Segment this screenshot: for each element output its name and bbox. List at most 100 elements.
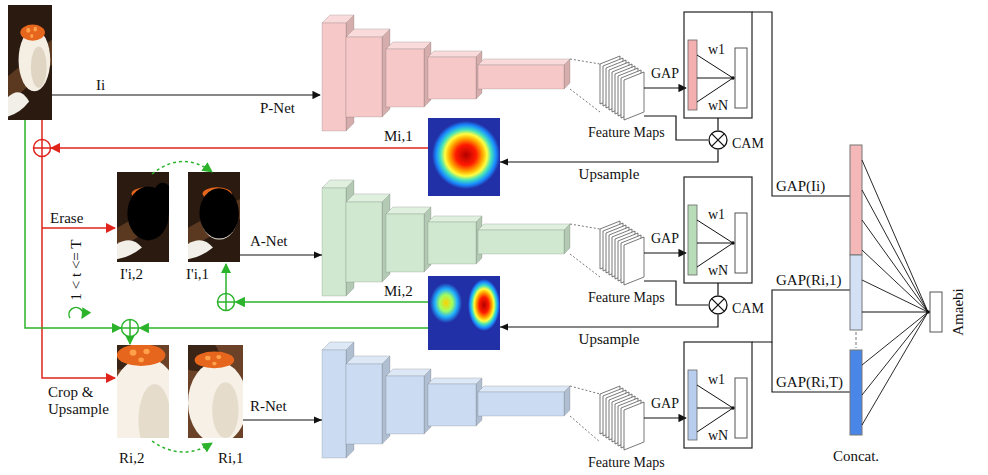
cropped-image <box>117 345 169 438</box>
node-label: A-Net <box>250 233 288 250</box>
iterate-path <box>129 337 131 345</box>
text-label: w1 <box>708 372 725 387</box>
cam-cross <box>712 134 725 147</box>
iterate-path <box>218 294 235 311</box>
erase-path <box>34 140 51 157</box>
connector <box>240 252 322 259</box>
feature-maps: Feature Maps <box>600 221 644 285</box>
iterate-path <box>218 294 235 311</box>
concat-art <box>850 255 862 330</box>
expansion-lines <box>570 386 600 442</box>
iterate-path <box>140 327 429 329</box>
gap-classifier <box>644 342 752 448</box>
erase-path <box>42 227 115 229</box>
node-label: I'i,2 <box>120 266 143 283</box>
node-label: Amaebi <box>950 288 967 335</box>
text-label: Crop & Upsample <box>48 384 114 419</box>
node-label: Feature Maps <box>588 290 665 305</box>
node-label: CAM <box>732 301 764 316</box>
concat-art <box>850 145 942 435</box>
text-label: GAP(Ri,1) <box>776 272 841 289</box>
erase-path <box>51 147 428 149</box>
r-net-blocks <box>322 342 570 458</box>
erased-image <box>117 172 173 262</box>
erase-path <box>41 120 43 140</box>
node-label: CAM <box>732 136 764 151</box>
heatmap-art <box>432 121 500 189</box>
cam-operator: CAM <box>708 295 728 315</box>
feature-sheets <box>600 56 644 120</box>
heatmap-art <box>428 118 500 196</box>
concat-art <box>930 292 942 332</box>
cam-circle <box>708 295 728 315</box>
cropped-image <box>188 345 243 438</box>
heatmap-art <box>430 283 462 323</box>
arrow-head <box>314 417 322 424</box>
gap-classifier <box>644 177 752 283</box>
heatmap: Mi,2 <box>428 276 500 350</box>
node-label: P-Net <box>260 100 295 117</box>
input-image <box>8 5 52 120</box>
concat-wires <box>752 12 850 196</box>
cropped-image <box>175 338 248 444</box>
connector-line <box>243 419 322 420</box>
node-label: I'i,1 <box>186 266 209 283</box>
feature-sheets <box>600 221 644 285</box>
iterate-path <box>122 320 139 337</box>
feature-sheets <box>600 386 644 450</box>
connector <box>500 315 718 331</box>
concat-art <box>850 350 862 435</box>
node-label: Feature Maps <box>588 455 665 470</box>
expansion-lines <box>570 224 600 277</box>
heatmap-art <box>468 279 500 331</box>
input-arrow <box>52 94 320 95</box>
arrow-head <box>500 159 508 166</box>
text-label: GAP <box>651 396 679 411</box>
text-label: GAP(Ri,T) <box>776 374 843 391</box>
cropped-image <box>188 345 243 438</box>
concat-wires <box>752 290 850 342</box>
iterate-path <box>69 307 83 318</box>
text-label: wN <box>708 98 728 113</box>
feature-maps: Feature Maps <box>600 386 644 450</box>
concat-art <box>850 145 862 255</box>
text-label: wN <box>708 263 728 278</box>
erase-path <box>34 120 429 378</box>
arrow-head <box>500 324 508 331</box>
image-thumb: I'i,1 <box>188 172 240 262</box>
feature-maps: Feature Maps <box>600 56 644 120</box>
erased-image <box>152 183 169 215</box>
concat-wires <box>772 342 850 392</box>
node-label: Feature Maps <box>588 125 665 140</box>
text-label: wN <box>708 428 728 443</box>
cam-circle <box>709 131 727 149</box>
cam-cross <box>712 299 725 312</box>
text-label: w1 <box>708 42 725 57</box>
erased-image <box>188 172 240 262</box>
node-label: Concat. <box>833 448 879 465</box>
erased-image <box>188 172 240 262</box>
iterate-path <box>25 120 428 452</box>
node-label: Ri,2 <box>119 450 144 467</box>
connector <box>500 150 718 166</box>
connector-line <box>240 254 322 255</box>
concat-vector: Concat. <box>850 145 862 435</box>
network-box: P-Net <box>322 15 570 131</box>
heatmap-art <box>428 276 500 350</box>
text-label: GAP <box>651 231 679 246</box>
connector <box>243 417 322 424</box>
erased-image <box>188 172 240 262</box>
cropped-image <box>117 345 169 438</box>
heatmap: Mi,1 <box>428 118 500 196</box>
edge-label: Upsample <box>577 166 642 183</box>
input-image <box>8 5 52 120</box>
text-label: w1 <box>708 207 725 222</box>
network-box: A-Net <box>322 180 570 296</box>
iterate-path <box>236 301 429 303</box>
expansion-lines <box>570 59 600 442</box>
arrow-head <box>314 252 322 259</box>
output-vector: Amaebi <box>930 292 942 332</box>
edge-label: Upsample <box>577 331 642 348</box>
